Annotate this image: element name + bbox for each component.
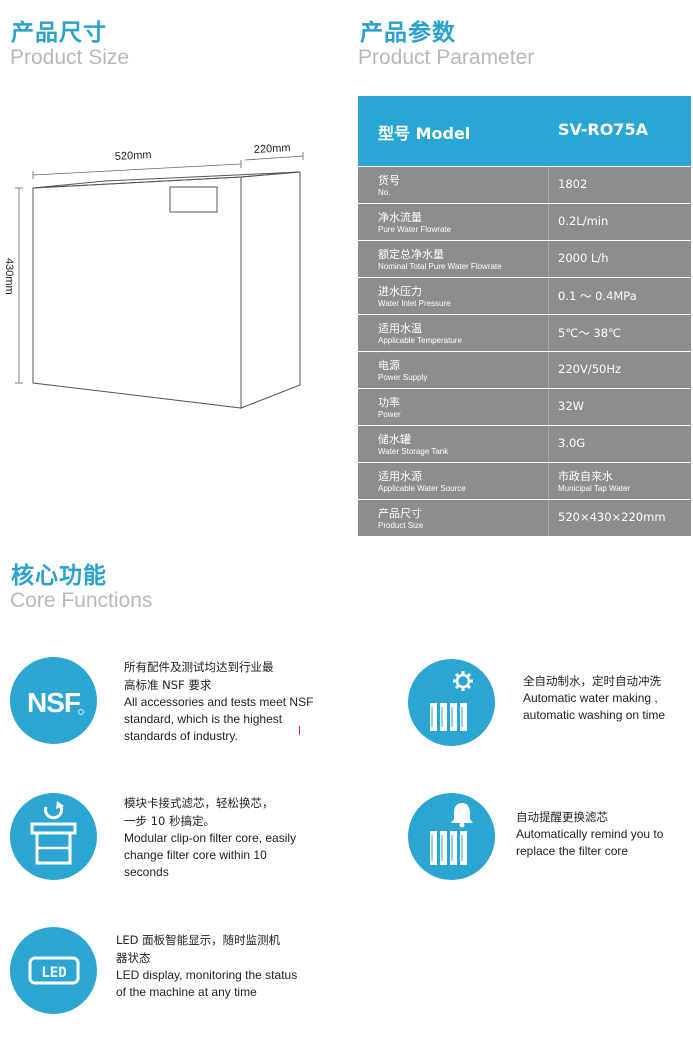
parameter-label-cn: 额定总净水量 (378, 248, 444, 261)
feature-auto-water-en: Automatic water making , automatic washi… (523, 691, 666, 722)
parameter-label-cn: 货号 (378, 174, 400, 187)
feature-led-cn-line1: LED 面板智能显示，随时监测机 (116, 933, 281, 947)
feature-nsf-cn-line2: 高标准 NSF 要求 (124, 678, 212, 692)
display-window (169, 186, 218, 213)
parameter-label-cn: 适用水源 (378, 470, 422, 483)
model-value: SV-RO75A (558, 120, 648, 139)
parameter-label-en: No. (378, 188, 391, 197)
feature-led-cn-line2: 器状态 (116, 951, 151, 965)
row-divider (548, 167, 549, 203)
product-size-title: 产品尺寸 (11, 20, 107, 46)
parameter-label-cn: 功率 (378, 396, 400, 409)
parameter-label-en: Pure Water Flowrate (378, 225, 452, 234)
feature-filter-clip-en: Modular clip-on filter core, easily chan… (124, 831, 297, 879)
parameter-table-header: 型号 Model SV-RO75A (358, 96, 691, 166)
row-divider (548, 278, 549, 314)
parameter-label-en: Applicable Water Source (378, 484, 466, 493)
parameter-value: 0.2L/min (558, 214, 609, 228)
feature-filter-reminder-cn: 自动提醒更换滤芯 (516, 810, 608, 824)
core-functions-title: 核心功能 (11, 563, 107, 589)
parameter-label-cn: 净水流量 (378, 211, 422, 224)
parameter-label-en: Water Inlet Pressure (378, 299, 451, 308)
parameter-label-en: Nominal Total Pure Water Flowrate (378, 262, 502, 271)
parameter-value-en: Municipal Tap Water (558, 484, 631, 493)
parameter-value: 0.1 ～ 0.4MPa (558, 289, 637, 303)
feature-auto-water-cn: 全自动制水，定时自动冲洗 (523, 674, 661, 688)
feature-filter-clip-cn-line1: 模块卡接式滤芯，轻松换芯， (124, 796, 274, 810)
product-size-subtitle: Product Size (10, 46, 130, 69)
parameter-value: 2000 L/h (558, 251, 609, 265)
parameter-label-en: Power Supply (378, 373, 428, 382)
height-dimension-label: 430mm (3, 258, 15, 295)
box-top-face (32, 171, 301, 189)
row-divider (548, 500, 549, 536)
svg-text:NSF: NSF (27, 687, 81, 718)
box-side-face (240, 171, 301, 409)
svg-text:LED: LED (41, 965, 66, 981)
feature-led-en: LED display, monitoring the status of th… (116, 968, 298, 999)
parameter-label-en: Power (378, 410, 401, 419)
row-divider (548, 241, 549, 277)
row-divider (548, 315, 549, 351)
parameter-label-en: Product Size (378, 521, 424, 530)
parameter-value: 32W (558, 399, 585, 413)
core-functions-subtitle: Core Functions (10, 589, 153, 612)
depth-dimension-label: 220mm (254, 142, 291, 156)
width-dimension-label: 520mm (115, 149, 152, 163)
led-display-icon: LED (10, 927, 97, 1014)
filter-reminder-icon (408, 793, 495, 880)
row-divider (548, 204, 549, 240)
auto-water-icon (408, 659, 495, 746)
parameter-label-cn: 电源 (378, 359, 400, 372)
red-mark (299, 726, 300, 735)
product-parameter-title: 产品参数 (360, 20, 456, 46)
parameter-label-en: Applicable Temperature (378, 336, 462, 345)
feature-nsf-cn-line1: 所有配件及测试均达到行业最 (124, 660, 274, 674)
parameter-value-cn: 市政自来水 (558, 470, 613, 483)
parameter-value: 3.0G (558, 436, 586, 450)
row-divider (548, 426, 549, 462)
parameter-label-cn: 储水罐 (378, 433, 411, 446)
row-divider (548, 352, 549, 388)
row-divider (548, 389, 549, 425)
product-size-drawing: 520mm 220mm 430mm (3, 142, 304, 409)
row-divider (548, 463, 549, 499)
filter-clip-icon (10, 793, 97, 880)
parameter-label-cn: 产品尺寸 (378, 507, 422, 520)
parameter-value: 220V/50Hz (558, 362, 622, 376)
nsf-icon: NSF (10, 657, 97, 744)
parameter-label-cn: 适用水温 (378, 322, 422, 335)
parameter-label-cn: 进水压力 (378, 285, 422, 298)
feature-filter-reminder-en: Automatically remind you to replace the … (516, 827, 664, 858)
parameter-value: 5℃～ 38℃ (558, 326, 621, 340)
feature-nsf-en: All accessories and tests meet NSF stand… (124, 695, 314, 743)
product-parameter-subtitle: Product Parameter (358, 46, 535, 69)
model-label: 型号 Model (378, 124, 471, 143)
parameter-value: 520×430×220mm (558, 510, 666, 524)
parameter-label-en: Water Storage Tank (378, 447, 449, 456)
parameter-value: 1802 (558, 177, 588, 191)
feature-filter-clip-cn-line2: 一步 10 秒搞定。 (124, 814, 215, 828)
